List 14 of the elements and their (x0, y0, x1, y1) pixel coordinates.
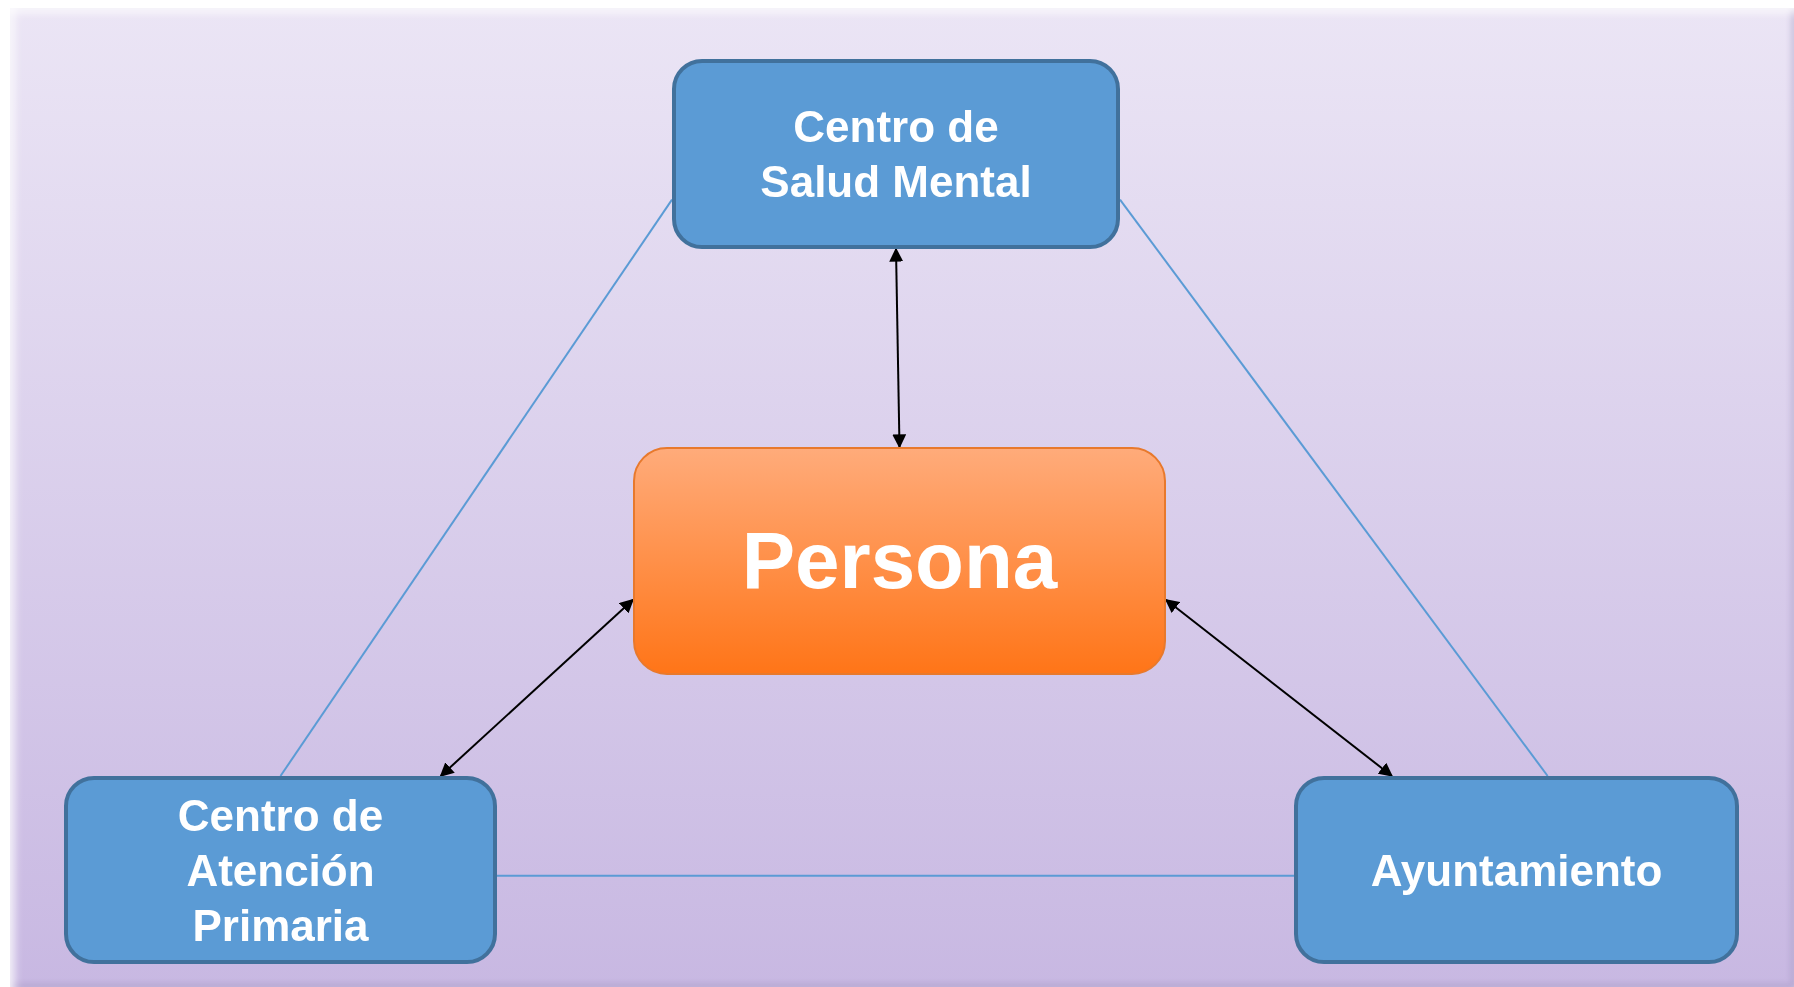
process-box (64, 776, 497, 964)
connector-line (496, 874, 1295, 877)
node-label: Persona (741, 515, 1058, 607)
process-box (672, 59, 1120, 249)
process-box (1294, 776, 1739, 964)
central-box (633, 447, 1166, 675)
node-label: Ayuntamiento (1370, 844, 1663, 897)
connector-line (1119, 198, 1549, 777)
connector-line (279, 198, 673, 777)
double-arrow (889, 247, 907, 449)
node-label: Centro de Salud Mental (759, 101, 1033, 208)
double-arrow (1164, 598, 1393, 777)
node-label: Centro de Atención Primaria (176, 789, 385, 952)
double-arrow (439, 598, 635, 777)
